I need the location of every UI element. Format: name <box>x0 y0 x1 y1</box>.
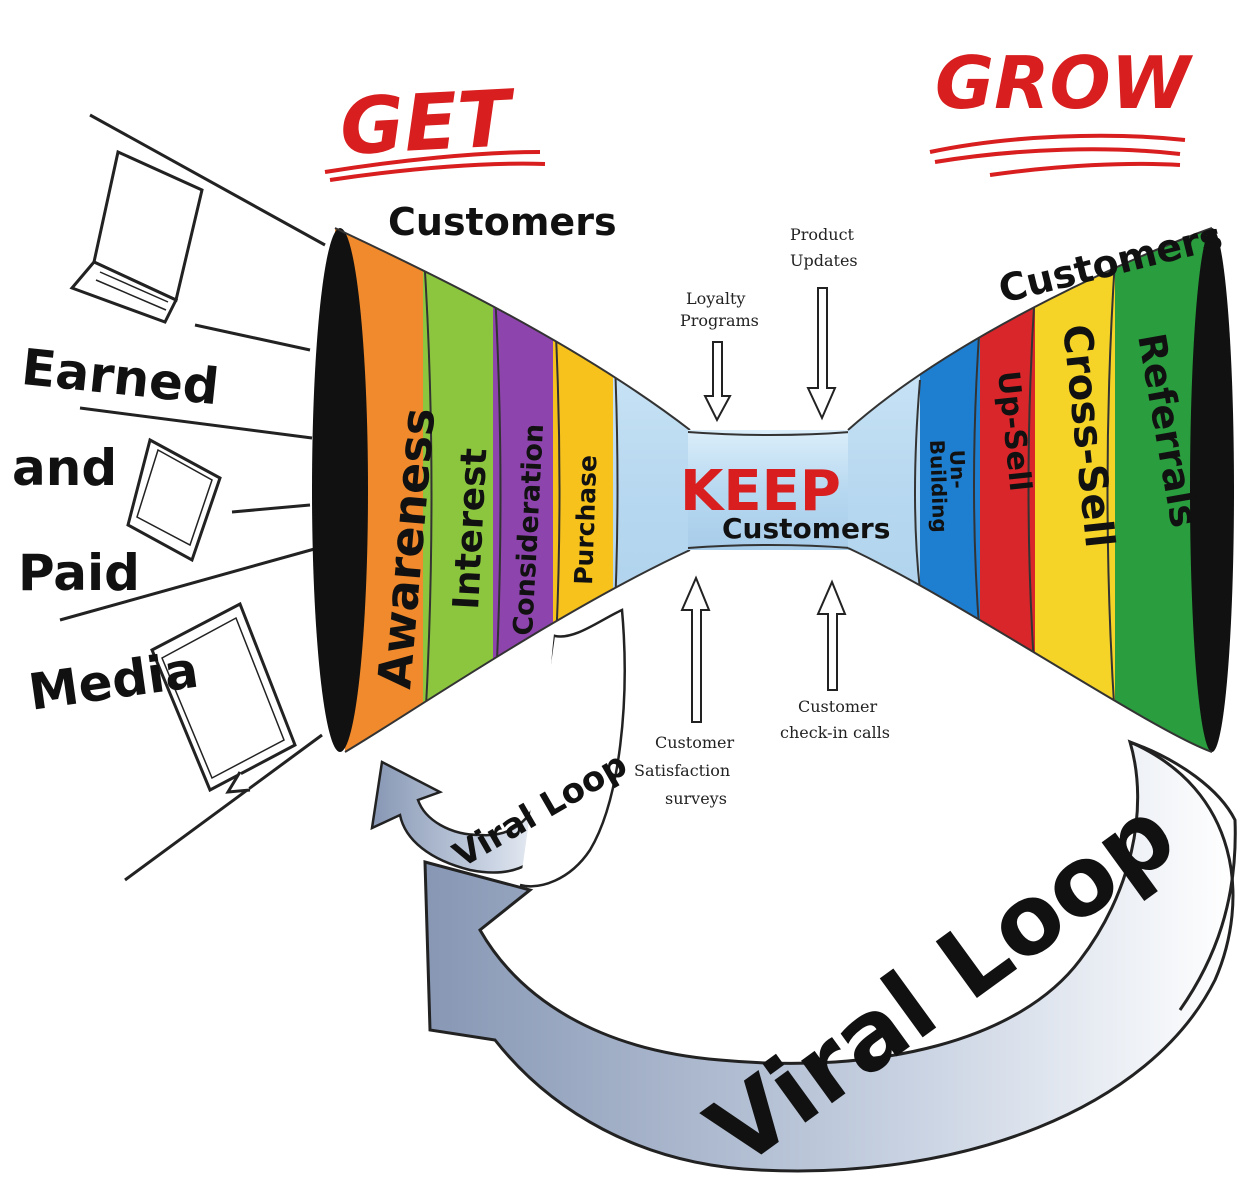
monitor-icon <box>150 601 297 794</box>
survey-arrow-icon <box>680 575 711 723</box>
checkin-arrow-icon <box>816 579 847 691</box>
product-updates-arrow-icon <box>806 287 837 421</box>
tablet-icon <box>126 437 222 563</box>
large-viral-loop-arrow <box>423 739 1237 1173</box>
grow-heading: GROW <box>935 41 1194 125</box>
stage-building-label-1: Un- <box>945 449 970 489</box>
small-viral-loop-arrow <box>370 608 626 888</box>
grow-underline <box>929 133 1186 177</box>
product-label-1: Product <box>790 225 855 244</box>
media-line-and: and <box>12 439 117 497</box>
keep-neck <box>687 430 851 550</box>
keep-customers-label: Customers <box>722 512 890 545</box>
get-customers-label: Customers <box>388 200 617 244</box>
laptop-icon <box>69 149 204 324</box>
media-line-paid: Paid <box>18 544 140 602</box>
keep-heading: KEEP <box>680 459 841 524</box>
survey-label-2: Satisfaction <box>634 761 730 780</box>
survey-label-3: surveys <box>665 789 727 808</box>
product-label-2: Updates <box>790 251 858 270</box>
loyalty-label-1: Loyalty <box>686 289 745 308</box>
checkin-label-1: Customer <box>798 697 877 716</box>
get-funnel <box>312 227 691 753</box>
media-line-earned: Earned <box>19 338 222 416</box>
survey-label-1: Customer <box>655 733 734 752</box>
checkin-label-2: check-in calls <box>780 723 890 742</box>
loyalty-arrow-icon <box>703 341 732 423</box>
stage-building-label-2: Building <box>925 439 952 533</box>
media-ray-lines <box>59 113 326 882</box>
loyalty-label-2: Programs <box>680 311 759 330</box>
stage-purchase-label: Purchase <box>569 454 603 585</box>
stage-interest-label: Interest <box>446 447 495 610</box>
get-underline <box>324 150 546 182</box>
